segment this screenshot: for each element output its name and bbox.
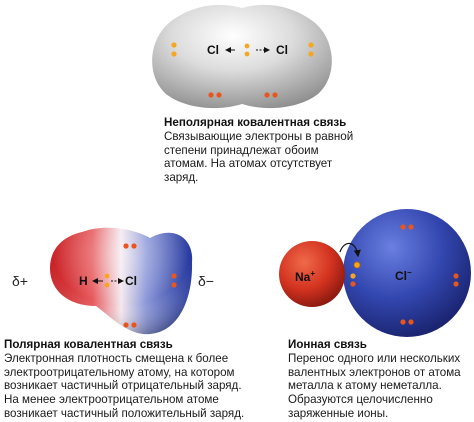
electron [453,273,459,279]
ionic-title: Ионная связь [288,338,367,351]
electron [350,273,356,279]
electron [308,42,314,48]
hcl-electrons [104,243,177,328]
electron [453,281,459,287]
ionic-description: Ионная связь Перенос одного или нескольк… [288,338,472,421]
cl2-left-atom-label: Cl [207,43,219,57]
hcl-cl-atom-label: Cl [125,274,137,288]
polar-line: Электронная плотность смещена к более [4,351,229,365]
shared-electron [244,51,250,57]
sodium-ion-label: Na+ [295,269,315,284]
ionic-line: Образуются целочисленно [288,393,433,407]
polar-line: возникает частичный положительный заряд. [4,406,245,420]
ionic-line: металла к атому неметалла. [288,379,442,393]
sodium-ion-sphere [279,241,345,307]
electron [408,224,414,230]
partial-positive-charge: δ+ [12,273,28,289]
polar-line: возникает частичный отрицательный заряд. [4,379,242,393]
nonpolar-line: Связывающие электроны в равной [164,129,354,143]
electron [408,319,414,325]
electron [400,224,406,230]
polar-line: электроотрицательному атому, на котором [4,365,235,379]
polar-title: Полярная ковалентная связь [4,338,173,351]
nonpolar-description: Неполярная ковалентная связь Связывающие… [164,116,394,185]
electron [171,273,177,279]
electron [171,282,177,288]
electron [123,322,129,328]
electron [308,51,314,57]
cl2-right-electrons [264,42,314,98]
electron [272,92,278,98]
electron [264,92,270,98]
nonpolar-line: заряд. [164,171,199,185]
hcl-h-atom-label: H [79,274,88,288]
electron [216,92,222,98]
electron [350,281,356,287]
chloride-electrons [350,224,459,325]
shared-electron [244,43,250,49]
cl2-right-atom-label: Cl [276,43,288,57]
electron [104,282,110,288]
electron-transfer-arrow [339,242,361,258]
electron [400,319,406,325]
electron [131,322,137,328]
nonpolar-line: атомам. На атомах отсутствует [164,157,333,171]
electron [123,243,129,249]
electron [171,51,177,57]
polar-description: Полярная ковалентная связь Электронная п… [4,338,266,421]
electron [208,92,214,98]
ionic-line: валентных электронов от атома [288,365,461,379]
nonpolar-title: Неполярная ковалентная связь [164,116,347,129]
ionic-line: Перенос одного или нескольких [288,351,461,365]
chloride-ion-sphere [343,209,471,337]
electron [131,243,137,249]
electron [171,42,177,48]
cl2-molecule-shape [152,4,332,109]
ionic-line: заряженные ионы. [288,406,389,420]
partial-negative-charge: δ− [198,273,214,289]
transferred-electron [353,261,361,269]
polar-line: На менее электроотрицательном атоме [4,393,219,407]
chloride-ion-label: Cl− [395,268,412,283]
electron [104,273,110,279]
nonpolar-line: степени принадлежат обоим [164,143,319,157]
hcl-shading [50,227,193,335]
cl2-left-electrons [171,42,222,98]
